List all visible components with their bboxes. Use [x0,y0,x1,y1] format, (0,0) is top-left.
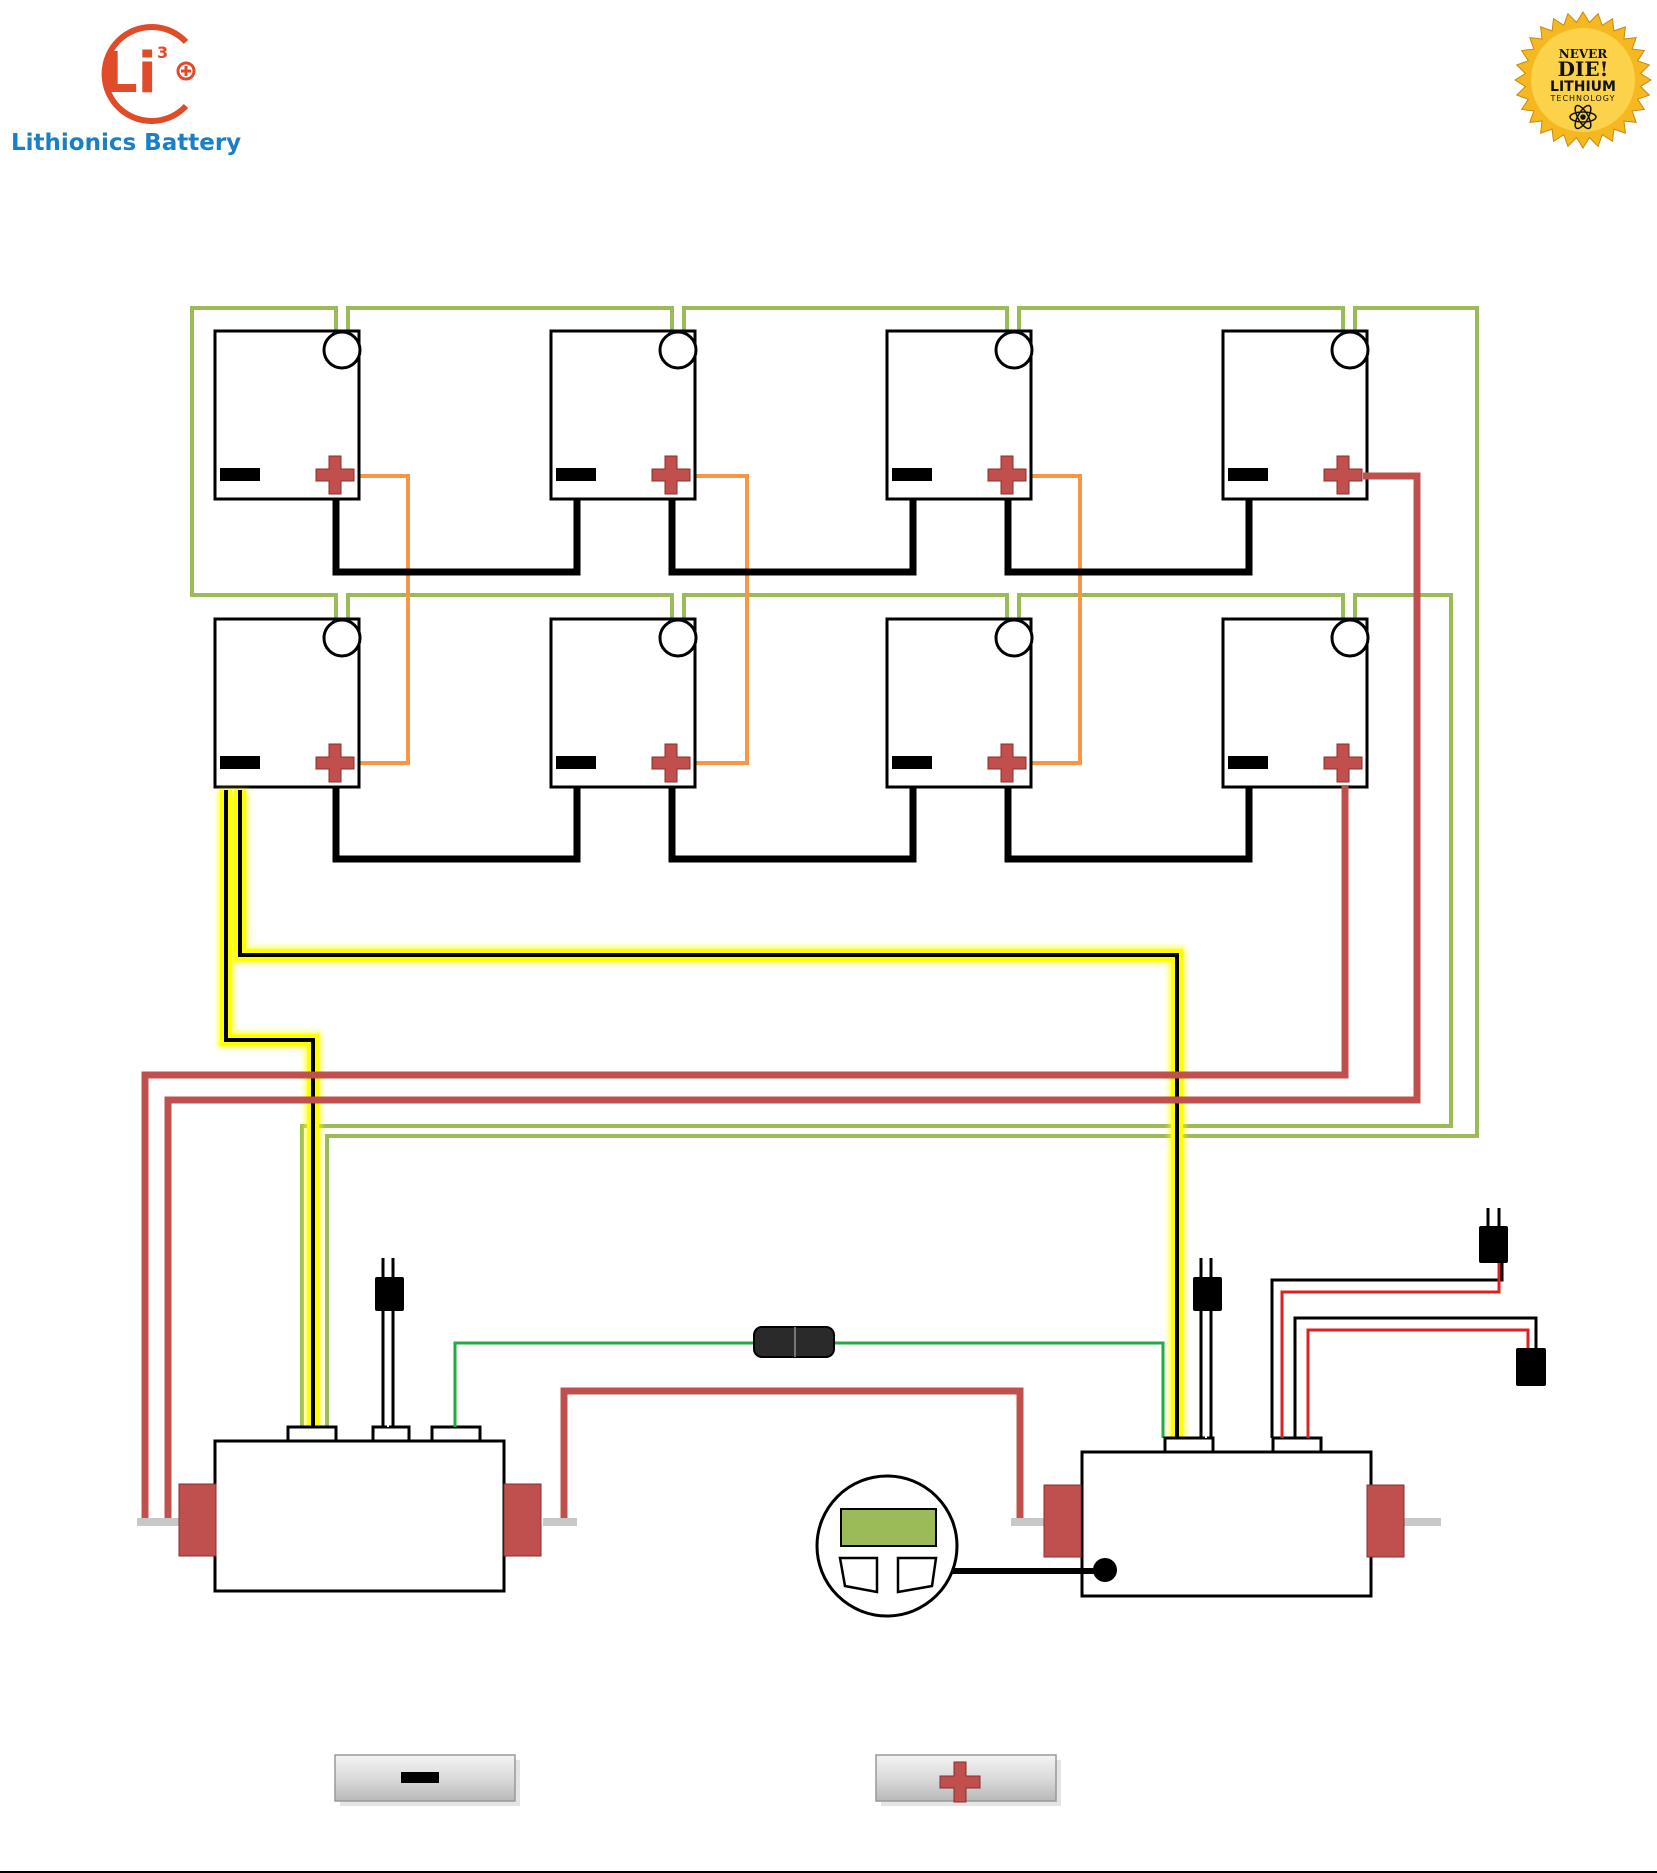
badge-line2: DIE! [1558,57,1609,81]
badge-line3: LITHIUM [1550,79,1616,95]
terminal-lug-left [179,1484,216,1556]
logo-superscript: 3 [157,43,168,62]
minus-icon [1228,756,1268,769]
lithionics-logo: Li 3 Lithionics Battery [11,27,241,156]
stud-right [1403,1518,1441,1526]
terminal-lug-right [1367,1485,1404,1557]
balance-port [1332,332,1368,368]
signal-connector-top [1479,1208,1508,1263]
minus-icon [556,756,596,769]
bms-negative-box [137,1427,577,1591]
contactor-box [1082,1452,1371,1596]
terminal-lug-left [1044,1485,1081,1557]
signal-connector-bottom [1516,1348,1546,1386]
battery-module [215,619,360,787]
never-die-badge: NEVER DIE! LITHIUM TECHNOLOGY [1515,12,1651,148]
terminal-bar-positive [876,1755,1061,1806]
signal-wires [1272,1247,1536,1438]
display-screen [841,1509,936,1546]
balance-port [660,332,696,368]
minus-icon [220,756,260,769]
stud-left [1011,1518,1045,1526]
stud-left [137,1518,181,1526]
logo-li-text: Li [102,41,157,106]
balance-port [1332,620,1368,656]
balance-port [660,620,696,656]
battery-module [887,331,1032,499]
battery-bank [215,331,1368,787]
minus-icon [892,468,932,481]
port-1 [1165,1438,1213,1452]
battery-module [1223,619,1368,787]
inline-connector [754,1327,834,1357]
terminal-lug-right [504,1484,541,1556]
port-3 [432,1427,480,1441]
minus-icon [892,756,932,769]
minus-icon [220,468,260,481]
minus-icon [1228,468,1268,481]
battery-module [887,619,1032,787]
balance-port [996,332,1032,368]
balance-port [324,332,360,368]
display-cable-jack [1093,1558,1117,1582]
display-button-right [898,1558,936,1592]
badge-line4: TECHNOLOGY [1550,94,1616,103]
connector-plug-left [375,1258,404,1427]
battery-module [551,619,696,787]
minus-icon [556,468,596,481]
port-1 [288,1427,336,1441]
battery-module [551,331,696,499]
terminal-bar-negative [335,1755,520,1806]
stud-right [543,1518,577,1526]
brand-name: Lithionics Battery [11,130,241,156]
port-2 [373,1427,409,1441]
minus-icon [401,1772,439,1783]
battery-module [1223,331,1368,499]
display-button-left [840,1558,877,1592]
balance-port [324,620,360,656]
port-2 [1273,1438,1321,1452]
connector-plug-right [1193,1258,1222,1438]
series-links [336,499,1249,859]
balance-port [996,620,1032,656]
battery-module [215,331,360,499]
contactor-box [215,1441,504,1591]
